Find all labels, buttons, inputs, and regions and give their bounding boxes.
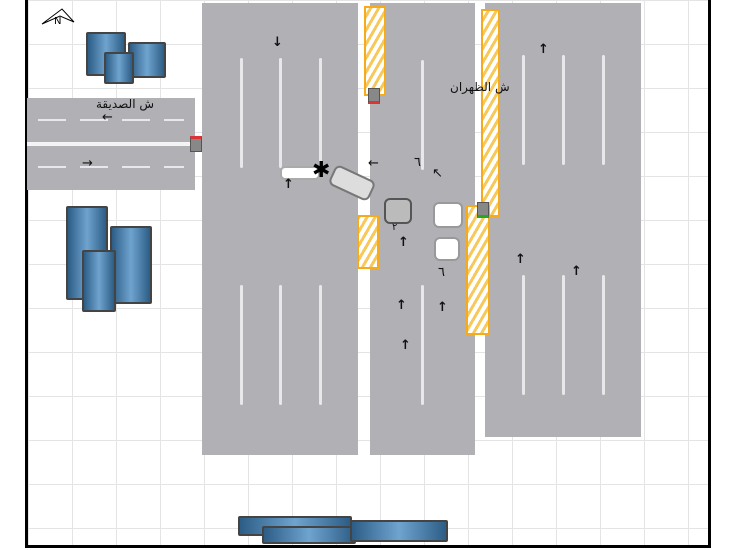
- marker: ↑: [437, 300, 448, 315]
- marker: ↓: [272, 35, 283, 50]
- collision-icon: ✱: [312, 158, 331, 183]
- traffic-signal-icon: [477, 202, 489, 218]
- marker: ↑: [400, 338, 411, 353]
- direction-arrow: ↖: [432, 166, 443, 181]
- street-label-sadiqa: ش الصديقة: [96, 97, 155, 111]
- road-divider: [27, 142, 195, 146]
- marker: ↑: [283, 177, 294, 192]
- traffic-signal-icon: [190, 136, 202, 152]
- vehicle-car: [384, 198, 412, 224]
- marker: ↑: [398, 235, 409, 250]
- vehicle-car: [433, 202, 463, 228]
- marker: ٦: [438, 265, 445, 280]
- vehicle-motorcycle: [280, 166, 320, 180]
- direction-arrow: →: [82, 156, 93, 171]
- vehicle-car: [434, 237, 460, 261]
- median-island: [364, 6, 386, 96]
- marker: ↑: [571, 264, 582, 279]
- marker: ↑: [396, 298, 407, 313]
- street-label-dhahran: ش الظهران: [450, 80, 510, 94]
- direction-arrow: ←: [102, 110, 113, 125]
- median-island: [357, 215, 379, 269]
- traffic-signal-icon: [368, 88, 380, 104]
- marker: ٢: [392, 222, 398, 233]
- marker: ↑: [515, 252, 526, 267]
- direction-arrow: ←: [368, 156, 379, 171]
- marker: ↑: [538, 42, 549, 57]
- median-island: [466, 205, 490, 335]
- median-island: [481, 9, 500, 217]
- north-arrow-icon: N: [40, 6, 76, 29]
- marker: ٦: [414, 155, 421, 170]
